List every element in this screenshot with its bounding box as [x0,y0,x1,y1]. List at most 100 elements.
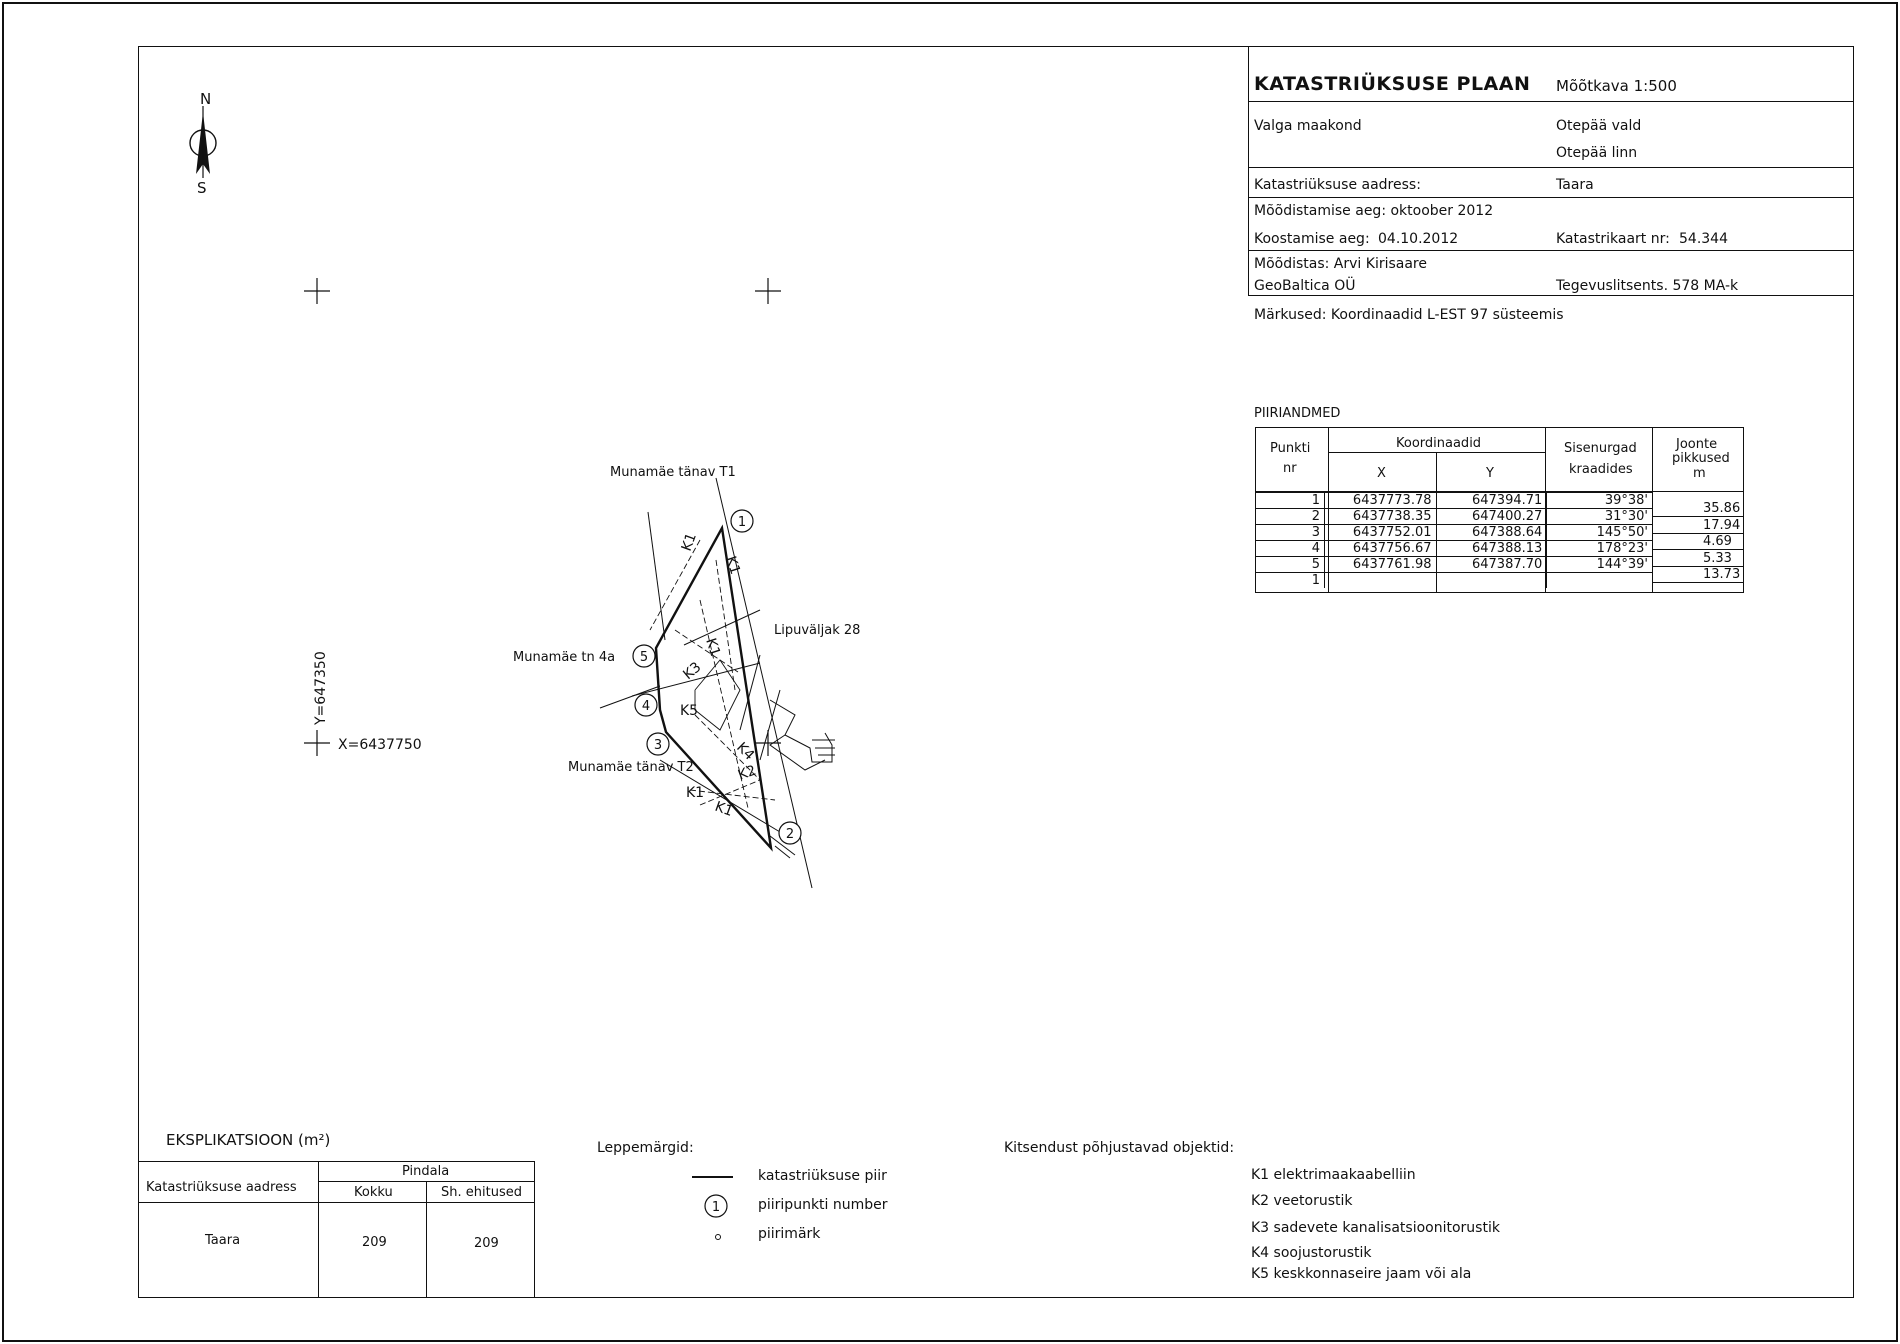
explication-col-built: Sh. ehitused [441,1185,522,1200]
x-coordinate-label: X=6437750 [338,737,422,753]
drawing-frame [138,46,1854,1298]
col-angle: Sisenurgad [1564,441,1637,456]
boundary-cell-nr: 1 [1255,572,1325,588]
address-label: Katastriüksuse aadress: [1254,177,1421,193]
boundary-cell-angle: 145°50' [1546,524,1652,541]
point-5-marker: 5 [632,644,656,668]
col-angle-2: kraadides [1569,462,1633,477]
neighbour-lipu-label: Lipuväljak 28 [774,623,860,638]
station-outline [694,659,741,731]
license: Tegevuslitsents. 578 MA-k [1556,278,1739,294]
legend-point-label: piiripunkti number [758,1197,888,1213]
k1-label-e: K1 [713,799,735,820]
point-3-marker: 3 [646,732,670,756]
boundary-heading: PIIRIANDMED [1254,406,1341,421]
boundary-cell-y: 647388.13 [1435,540,1547,557]
boundary-cell-nr: 5 [1255,556,1325,573]
explication-built: 209 [474,1236,499,1251]
svg-text:4: 4 [642,699,650,714]
restriction-labels: K1 K1 K1 K1 K1 K2 K3 K4 K5 [679,531,759,820]
boundary-cell-x: 6437761.98 [1323,556,1436,573]
k1-label-b: K1 [722,554,743,576]
boundary-cell-angle: 39°38' [1546,492,1652,509]
explication-col-total: Kokku [354,1185,393,1200]
explication-col-area: Pindala [402,1164,450,1179]
line-length: 35.86 [1703,501,1741,516]
marker-symbol [715,1234,721,1240]
north-letter: N [200,90,211,108]
parcel-boundary [654,524,773,852]
remarks: Märkused: Koordinaadid L-EST 97 süsteemi… [1254,307,1564,323]
legend-marker-label: piirimärk [758,1226,821,1242]
boundary-cell-x: 6437773.78 [1323,492,1436,509]
building-outline [769,699,835,771]
address-value: Taara [1556,177,1594,193]
restriction-item: K4 soojustorustik [1251,1245,1372,1261]
boundary-cell-nr: 1 [1255,492,1325,509]
boundary-cell-x: 6437756.67 [1323,540,1436,557]
boundary-cell-y: 647388.64 [1435,524,1547,541]
point-2-marker: 2 [778,821,802,845]
explication-address: Taara [205,1233,241,1248]
explication-table [138,1161,535,1298]
line-length: 17.94 [1703,517,1741,533]
point-number-symbol [704,1194,728,1218]
y-coordinate-label: Y=647350 [313,651,329,726]
compile-date: 04.10.2012 [1378,231,1459,247]
boundary-cell-angle: 144°39' [1546,556,1652,573]
boundary-cell-nr: 4 [1255,540,1325,557]
restriction-item: K5 keskkonnaseire jaam või ala [1251,1266,1472,1282]
col-len-2: pikkused [1672,451,1730,466]
boundary-cell-x [1323,572,1436,588]
boundary-cell-y: 647394.71 [1435,492,1547,509]
boundary-cell-angle [1546,572,1652,588]
col-point-nr: nr [1283,461,1297,476]
restrictions-heading: Kitsendust põhjustavad objektid: [1004,1140,1235,1156]
svg-text:1: 1 [738,515,746,530]
utility-lines [649,539,776,809]
restriction-item: K2 veetorustik [1251,1193,1353,1209]
county-label: Valga maakond [1254,118,1362,134]
boundary-cell-nr: 3 [1255,524,1325,541]
boundary-cell-y: 647400.27 [1435,508,1547,525]
street-lines [599,477,813,889]
svg-text:2: 2 [786,827,794,842]
boundary-cell-x: 6437738.35 [1323,508,1436,525]
north-arrow-icon: N S [189,90,217,197]
boundary-row: 1 [1255,572,1652,588]
boundary-cell-y [1435,572,1547,588]
col-len-3: m [1693,466,1706,481]
street-t2-label: Munamäe tänav T2 [568,760,694,775]
compile-label: Koostamise aeg: [1254,231,1370,247]
svg-text:5: 5 [640,650,648,665]
point-4-marker: 4 [634,693,658,717]
street-t1-label: Munamäe tänav T1 [610,465,736,480]
line-length: 4.69 [1703,534,1732,549]
legend-symbols: 1 [692,1176,733,1240]
col-coords: Koordinaadid [1396,436,1482,451]
south-letter: S [197,179,207,197]
restriction-item: K3 sadevete kanalisatsioonitorustik [1251,1220,1500,1236]
svg-text:3: 3 [654,738,662,753]
k1-label-d: K1 [686,785,704,801]
k1-label-c: K1 [702,636,723,658]
line-length: 5.33 [1703,550,1732,566]
explication-total: 209 [362,1235,387,1250]
col-point: Punkti [1270,441,1311,456]
neighbour-4a-label: Munamäe tn 4a [513,650,615,665]
boundary-points: 1 2 3 4 5 [632,509,802,845]
col-x: X [1377,466,1386,481]
place-labels: Munamäe tänav T1 Munamäe tänav T2 Munamä… [513,465,860,775]
surveyor: Mõõdistas: Arvi Kirisaare [1254,256,1427,272]
k1-label-a: K1 [679,531,700,553]
point-1-marker: 1 [730,509,754,533]
parish-label: Otepää vald [1556,118,1642,134]
